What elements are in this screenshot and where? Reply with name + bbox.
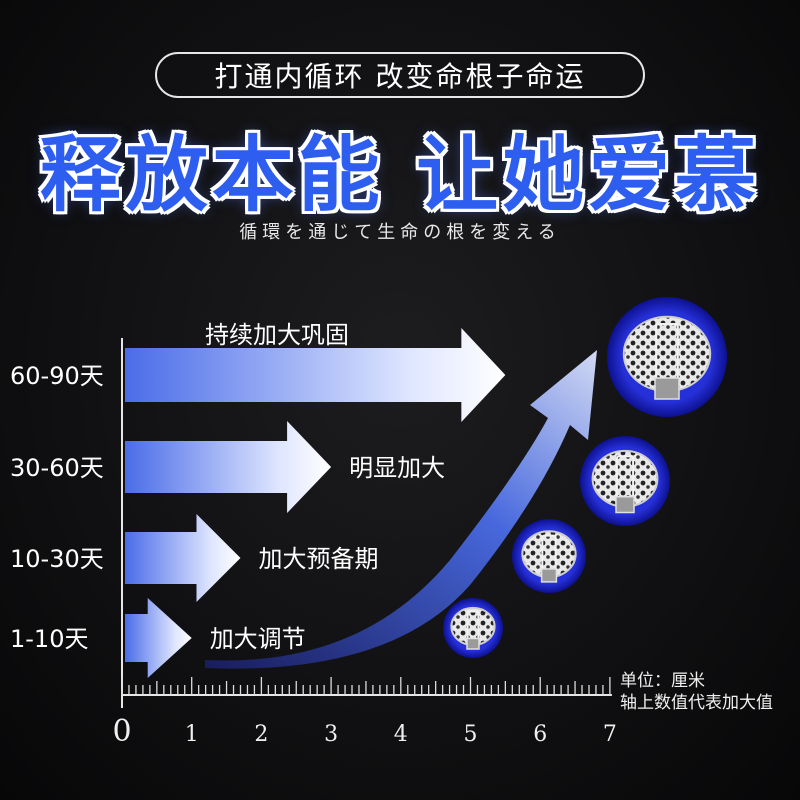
growth-curve-arrow xyxy=(205,350,597,669)
bar-label: 加大预备期 xyxy=(258,545,378,573)
tick-label: 6 xyxy=(533,722,547,747)
product-circle xyxy=(580,436,670,526)
category-label: 1-10天 xyxy=(10,625,88,653)
bar-label: 持续加大巩固 xyxy=(205,321,349,349)
category-label: 60-90天 xyxy=(10,362,104,390)
tick-label: 7 xyxy=(603,722,617,747)
bar-label: 加大调节 xyxy=(210,625,306,653)
bar-label: 明显加大 xyxy=(349,454,445,482)
tick-label: 1 xyxy=(185,722,199,747)
slogan-pill: 打通内循环 改变命根子命运 xyxy=(155,52,645,98)
tick-label: 2 xyxy=(254,722,268,747)
bar-arrow xyxy=(125,598,192,678)
tick-label: 5 xyxy=(464,722,478,747)
product-circle xyxy=(512,519,586,593)
category-label: 30-60天 xyxy=(10,454,104,482)
tick-label: 3 xyxy=(324,722,338,747)
tick-label: 4 xyxy=(394,722,408,747)
subtitle: 循環を通じて生命の根を変える xyxy=(239,222,561,243)
product-circle xyxy=(607,297,727,417)
product-circle xyxy=(443,598,503,658)
unit-note: 单位：厘米 轴上数值代表加大值 xyxy=(620,670,773,714)
axis-note: 轴上数值代表加大值 xyxy=(620,693,773,713)
headline: 释放本能 让她爱慕 xyxy=(39,128,761,223)
bar-arrow xyxy=(125,328,506,422)
category-label: 10-30天 xyxy=(10,545,104,573)
unit-label: 单位：厘米 xyxy=(620,671,705,691)
bar-arrow xyxy=(125,421,332,513)
bar-arrow xyxy=(125,514,241,602)
tick-label: 0 xyxy=(112,714,131,749)
